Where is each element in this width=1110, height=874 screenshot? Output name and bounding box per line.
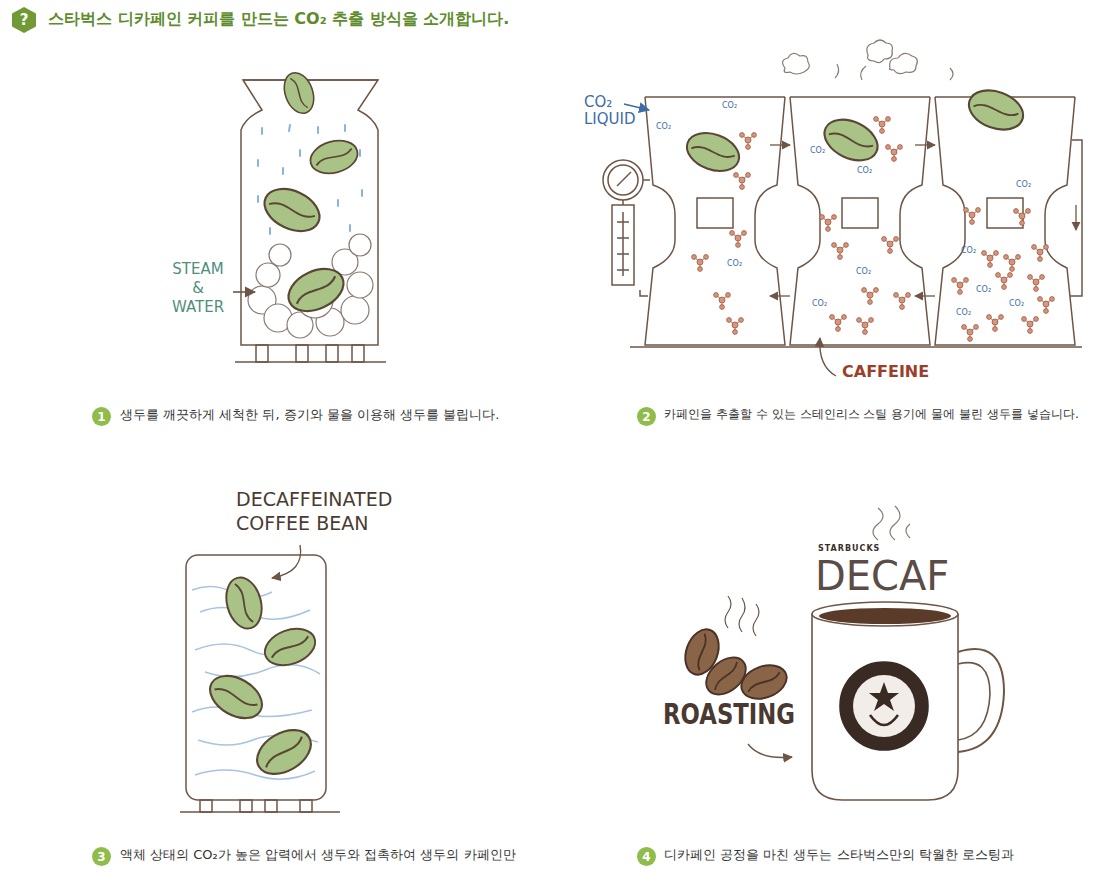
co2-label: CO₂ <box>810 146 825 156</box>
pressure-vessel <box>180 555 340 812</box>
co2-label: CO₂ <box>956 308 971 318</box>
co2-label: CO₂ <box>976 285 991 295</box>
soaking-jar <box>235 80 386 362</box>
co2-inlet-arrow <box>624 104 649 110</box>
co2-label: CO₂ <box>857 166 872 176</box>
circle-fill <box>637 847 656 866</box>
step-caption: 카페인을 추출할 수 있는 스테인리스 스틸 용기에 물에 불린 생두를 넣습니… <box>664 407 1079 423</box>
page-title: 스타벅스 디카페인 커피를 만드는 CO₂ 추출 방식을 소개합니다. <box>48 9 509 30</box>
step-caption: 액체 상태의 CO₂가 높은 압력에서 생두와 접촉하여 생두의 카페인만 <box>120 847 516 864</box>
step-caption: 디카페인 공정을 마친 생두는 스타벅스만의 탁월한 로스팅과 <box>664 847 1014 864</box>
roasted-beans <box>679 625 791 705</box>
flow-arrows <box>770 145 1076 296</box>
roasting-arrow <box>748 744 792 757</box>
vessel-steam <box>783 40 953 80</box>
co2-label: CO₂ <box>961 246 976 256</box>
bean-steam <box>725 596 759 636</box>
circle-fill <box>637 407 656 426</box>
roasting-label: ROASTING <box>663 700 795 731</box>
hexagon-fill <box>12 7 36 33</box>
caffeine-label: CAFFEINE <box>842 362 929 381</box>
steam-clouds <box>248 234 373 338</box>
co2-liquid-label: CO₂ LIQUID <box>584 94 642 129</box>
callout-number: 3 <box>92 847 111 866</box>
co2-label: CO₂ <box>727 259 742 269</box>
co2-label: CO₂ <box>1009 299 1024 309</box>
node-text: ? <box>20 13 29 28</box>
co2-label: CO₂ <box>656 122 671 132</box>
brand-label: STARBUCKS <box>818 544 880 554</box>
mug <box>812 602 1004 800</box>
steam-arrow <box>233 291 255 293</box>
step-caption: 생두를 깨끗하게 세척한 뒤, 증기와 물을 이용해 생두를 불립니다. <box>120 407 499 424</box>
decaf-bean-label: DECAFFEINATED COFFEE BEAN <box>236 488 426 536</box>
decaf-title: DECAF <box>815 556 949 596</box>
vessel-beans <box>682 83 1029 177</box>
node-text: 3 <box>97 851 105 863</box>
question-badge: ? <box>10 6 38 34</box>
co2-label: CO₂ <box>856 267 871 277</box>
callout-number: 4 <box>637 847 656 866</box>
node-text: 4 <box>642 851 650 863</box>
mug-steam <box>873 506 910 540</box>
decaf-beans <box>203 574 321 783</box>
circle-fill <box>92 407 111 426</box>
caffeine-leader <box>820 338 836 376</box>
co2-label: CO₂ <box>1016 180 1031 190</box>
bean-leader <box>272 545 301 578</box>
co2-label: CO₂ <box>812 299 827 309</box>
green-beans <box>258 69 361 320</box>
extraction-vessels <box>603 97 1082 347</box>
steam-water-label: STEAM & WATER <box>166 260 230 316</box>
callout-number: 1 <box>92 407 111 426</box>
node-text: 2 <box>642 411 650 423</box>
node-text: 1 <box>97 411 105 423</box>
co2-label: CO₂ <box>722 101 737 111</box>
circle-fill <box>92 847 111 866</box>
callout-number: 2 <box>637 407 656 426</box>
